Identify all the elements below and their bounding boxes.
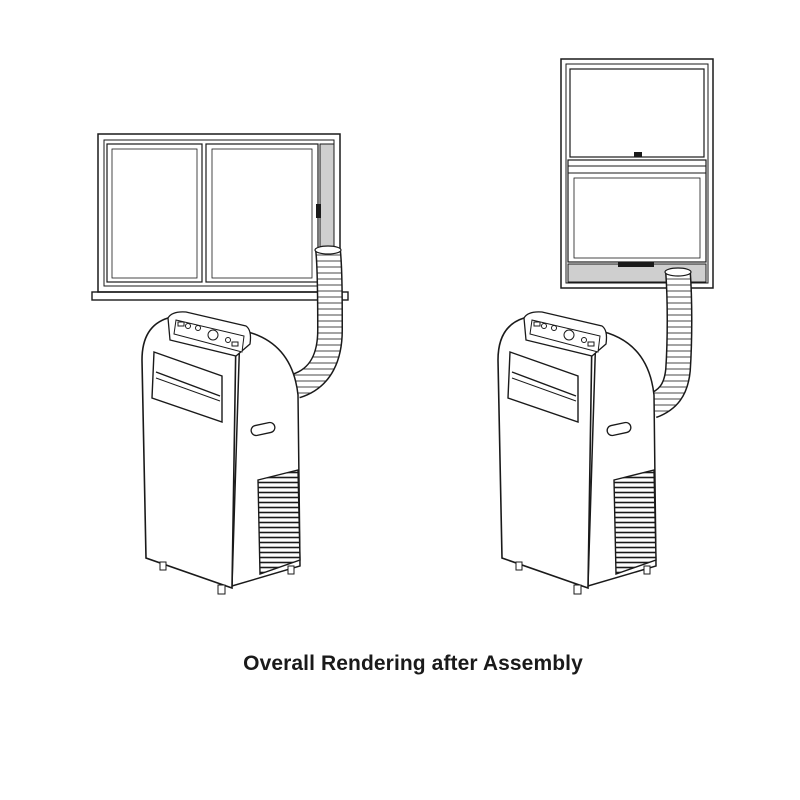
hose-window-connector (664, 267, 692, 277)
double-hung-upper-sash (569, 68, 705, 158)
ac-air-outlet-louvers (507, 351, 579, 423)
ac-foot (159, 561, 167, 571)
portable-ac-unit-left (141, 311, 301, 595)
double-hung-window (560, 58, 714, 289)
double-hung-inner-frame (565, 63, 709, 284)
vent-panel-slot (618, 262, 654, 267)
double-hung-outer-frame (560, 58, 714, 289)
sliding-window-left-glass (111, 148, 198, 279)
ac-foot (217, 584, 226, 595)
ac-control-panel (173, 319, 245, 353)
sliding-window-right-glass (211, 148, 313, 279)
ac-foot (287, 565, 295, 575)
double-hung-window-scene (497, 58, 714, 595)
sliding-window (91, 133, 349, 301)
ac-side-grille (257, 469, 301, 575)
ac-air-outlet-louvers (151, 351, 223, 423)
sliding-window-right-sash (205, 143, 319, 283)
sliding-window-outer-frame (97, 133, 341, 293)
double-hung-lower-glass (573, 177, 701, 259)
ac-side-grille (613, 469, 657, 575)
sliding-window-inner-frame (103, 139, 335, 287)
sliding-window-sill (91, 291, 349, 301)
sliding-window-scene (91, 133, 349, 595)
hose-window-connector (314, 245, 342, 255)
ac-side-handle (250, 421, 276, 437)
ac-side-handle (606, 421, 632, 437)
ac-foot (643, 565, 651, 575)
ac-control-panel (529, 319, 601, 353)
sash-lock (634, 152, 642, 157)
sliding-window-left-sash (106, 143, 203, 283)
figure-caption: Overall Rendering after Assembly (243, 652, 583, 675)
double-hung-lower-sash (567, 159, 707, 263)
portable-ac-unit-right (497, 311, 657, 595)
window-latch (316, 204, 321, 218)
ac-foot (515, 561, 523, 571)
ac-foot (573, 584, 582, 595)
